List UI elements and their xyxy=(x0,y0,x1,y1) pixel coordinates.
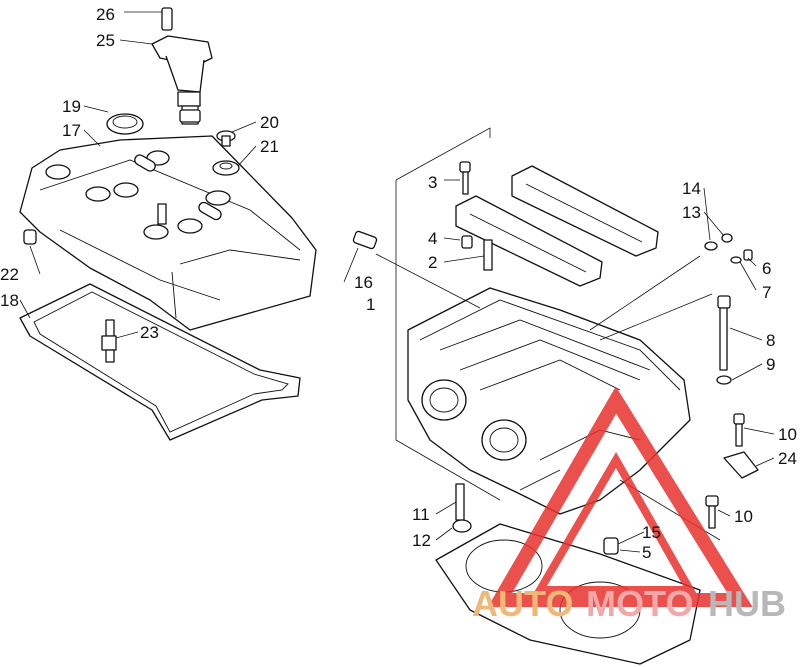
stud-2 xyxy=(483,239,493,271)
callout-8: 8 xyxy=(766,331,775,350)
dowel-15 xyxy=(603,537,619,555)
callout-23: 23 xyxy=(140,323,159,342)
fitting-16 xyxy=(352,230,378,250)
callout-labels: 26 25 19 17 20 21 22 18 23 16 1 3 4 2 14… xyxy=(0,5,797,562)
callout-10-upper: 10 xyxy=(778,425,797,444)
callout-2: 2 xyxy=(428,253,437,272)
callout-14: 14 xyxy=(682,179,701,198)
callout-5: 5 xyxy=(642,543,651,562)
washer-9 xyxy=(716,375,732,385)
watermark-word-hub: HUB xyxy=(708,583,786,624)
camshaft-caps xyxy=(455,165,659,287)
bolt-20 xyxy=(216,130,236,147)
callout-24: 24 xyxy=(778,449,797,468)
cam-position-sensor xyxy=(151,7,213,125)
callout-22: 22 xyxy=(0,265,19,284)
bolt-3 xyxy=(459,161,471,195)
watermark-text: AUTO MOTO HUB xyxy=(472,583,786,624)
washer-13-14 xyxy=(704,233,733,251)
watermark-word-auto: AUTO xyxy=(472,583,573,624)
frame-lines xyxy=(395,127,501,501)
seal-12 xyxy=(452,519,472,533)
seal-19 xyxy=(106,113,144,135)
watermark-word-moto: MOTO xyxy=(586,583,693,624)
callout-19: 19 xyxy=(62,97,81,116)
stud-11 xyxy=(455,483,465,521)
callout-18: 18 xyxy=(0,291,19,310)
callout-20: 20 xyxy=(260,113,279,132)
spark-plug-23 xyxy=(101,319,117,363)
watermark-logo xyxy=(487,386,753,607)
bolt-6-7 xyxy=(730,249,753,264)
dowel-22 xyxy=(23,229,37,245)
callout-16: 16 xyxy=(354,273,373,292)
callout-26: 26 xyxy=(96,5,115,24)
callout-10-lower: 10 xyxy=(734,507,753,526)
bolt-10-upper xyxy=(733,413,745,447)
callout-9: 9 xyxy=(766,355,775,374)
watermark-triangle xyxy=(487,386,753,607)
callout-17: 17 xyxy=(62,121,81,140)
callout-15: 15 xyxy=(642,523,661,542)
bolt-10-lower xyxy=(705,495,719,529)
valve-cover xyxy=(19,135,317,331)
bolt-8 xyxy=(717,295,731,371)
dowel-4 xyxy=(461,235,473,249)
callout-12: 12 xyxy=(412,531,431,550)
callout-4: 4 xyxy=(428,229,437,248)
callout-11: 11 xyxy=(412,505,430,524)
cylinder-head xyxy=(407,287,691,515)
callout-13: 13 xyxy=(682,203,701,222)
bracket-24 xyxy=(723,451,759,479)
washer-21 xyxy=(212,160,240,176)
valve-cover-gasket xyxy=(19,283,301,441)
callout-6: 6 xyxy=(762,259,771,278)
callout-3: 3 xyxy=(428,173,437,192)
callout-25: 25 xyxy=(96,31,115,50)
callout-1: 1 xyxy=(366,295,375,314)
callout-7: 7 xyxy=(762,283,771,302)
callout-21: 21 xyxy=(260,137,279,156)
watermark-triangle-inner xyxy=(533,451,697,594)
